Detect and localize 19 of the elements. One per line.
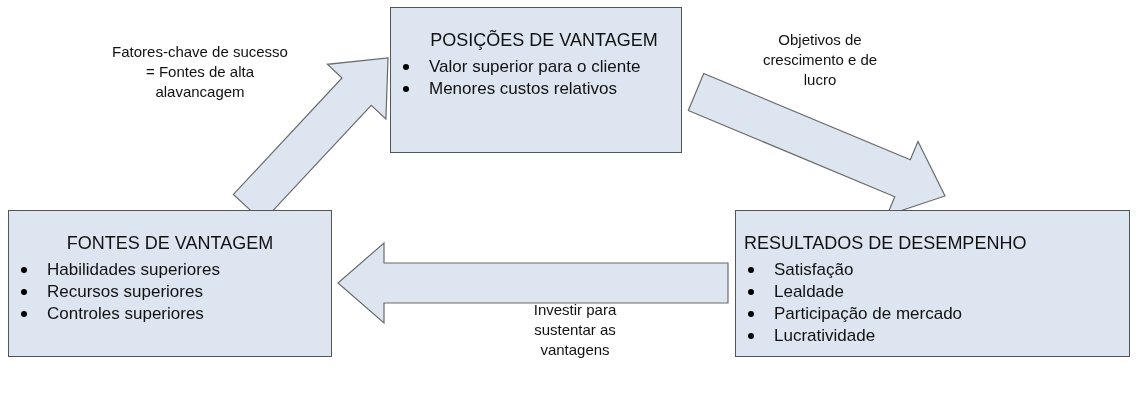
box-heading: FONTES DE VANTAGEM — [65, 232, 275, 255]
edge-label: Objetivos de crescimento e de lucro — [761, 30, 879, 90]
box-heading: RESULTADOS DE DESEMPENHO — [744, 232, 1028, 255]
process-box — [735, 210, 1130, 357]
bullet-text: Controles superiores — [47, 303, 204, 325]
bullet-text: Satisfação — [774, 259, 854, 281]
bullet-text: Habilidades superiores — [47, 259, 220, 281]
bullet-text: Menores custos relativos — [429, 78, 618, 100]
edge-label: Investir para sustentar as vantagens — [532, 300, 618, 360]
bullet-text: Valor superior para o cliente — [429, 56, 641, 78]
bullet-text: Participação de mercado — [774, 303, 963, 325]
process-box — [8, 210, 332, 357]
edge-label: Fatores-chave de sucesso = Fontes de alta alavancagem — [111, 42, 289, 102]
process-box — [390, 7, 682, 153]
box-heading: POSIÇÕES DE VANTAGEM — [429, 29, 659, 52]
block-arrow — [337, 241, 729, 325]
bullet-text: Lucratividade — [774, 325, 876, 347]
bullet-text: Recursos superiores — [47, 281, 203, 303]
bullet-text: Lealdade — [774, 281, 844, 303]
